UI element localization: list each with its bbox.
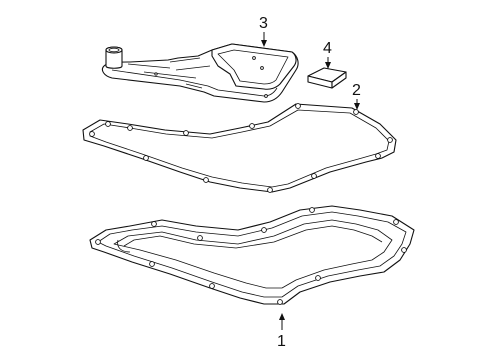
transmission-oil-pan-icon xyxy=(89,205,415,305)
callout-3-label: 3 xyxy=(259,15,268,32)
callout-2-label: 2 xyxy=(352,82,361,99)
transmission-filter-icon xyxy=(101,43,299,103)
callout-4-label: 4 xyxy=(323,40,332,57)
callout-1-label: 1 xyxy=(277,333,286,350)
pan-gasket-icon xyxy=(82,103,397,193)
callout-1: 1 xyxy=(277,313,286,350)
callout-4: 4 xyxy=(323,40,332,69)
filter-seal-icon xyxy=(307,67,347,89)
callout-2: 2 xyxy=(352,82,361,110)
callout-3: 3 xyxy=(259,15,268,47)
